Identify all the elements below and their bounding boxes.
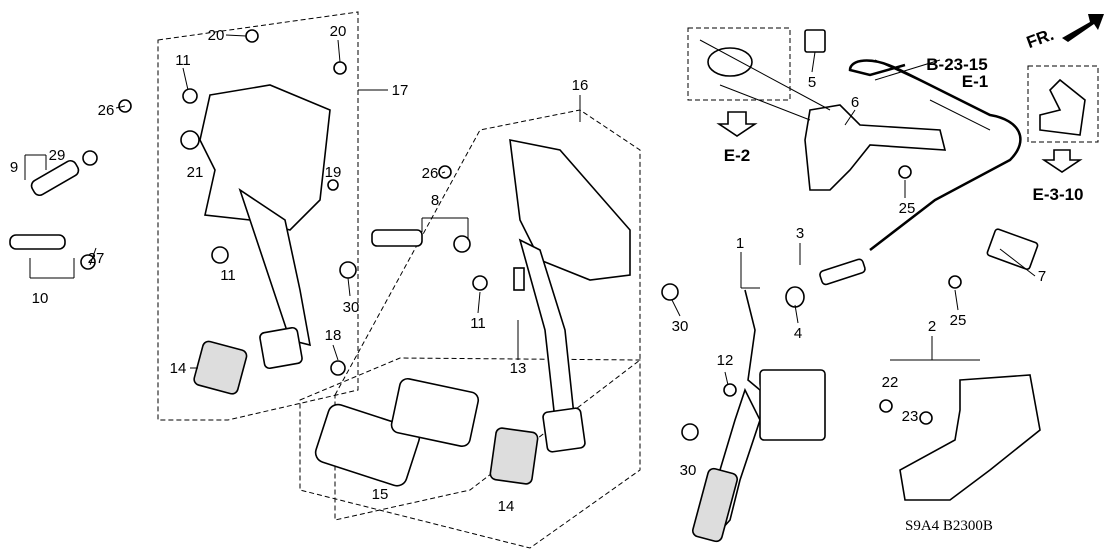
pedal-bracket-16 — [314, 138, 631, 487]
part-label: 1 — [736, 235, 744, 252]
part-label: 26 — [422, 165, 439, 182]
part-label: 15 — [372, 486, 389, 503]
group-outline-pedal-pads — [299, 357, 641, 549]
group-outline-17 — [157, 11, 359, 421]
leader-lines — [24, 34, 1036, 386]
detail-box-e2 — [687, 27, 791, 101]
part-label: 14 — [498, 498, 515, 515]
arrow-e2-icon — [716, 111, 758, 137]
part-label: 18 — [325, 327, 342, 344]
diagram-code: S9A4 B2300B — [905, 518, 993, 534]
part-label: 10 — [32, 290, 49, 307]
part-label: 13 — [510, 360, 527, 377]
part-label: 22 — [882, 374, 899, 391]
arrow-e310-icon — [1041, 149, 1083, 173]
pedal-bracket-17 — [193, 84, 331, 395]
part-label: 20 — [330, 23, 347, 40]
part-label: 6 — [851, 94, 859, 111]
part-label: 12 — [717, 352, 734, 369]
throttle-cable — [848, 59, 1022, 251]
part-label: 25 — [899, 200, 916, 217]
part-labels: 20 20 11 26 17 29 9 21 19 26 8 16 11 27 … — [10, 23, 1046, 515]
part-label: 19 — [325, 164, 342, 181]
part-label: 8 — [431, 192, 439, 209]
part-label: 7 — [1038, 268, 1046, 285]
part-label: 20 — [208, 27, 225, 44]
part-label: 30 — [343, 299, 360, 316]
e310-detail-part — [1039, 78, 1086, 136]
ref-e1: E-1 — [962, 72, 988, 91]
part-label: 11 — [470, 315, 486, 332]
part-label: 2 — [928, 318, 936, 335]
part-label: 23 — [902, 408, 919, 425]
part-label: 4 — [794, 325, 802, 342]
ref-e310: E-3-10 — [1032, 185, 1083, 204]
ref-b2315: B-23-15 — [926, 55, 987, 74]
part-label: 26 — [98, 102, 115, 119]
ref-e2: E-2 — [724, 146, 750, 165]
part-label: 21 — [187, 164, 204, 181]
part-2-cover — [899, 374, 1041, 501]
clamp-5 — [804, 29, 826, 53]
e2-detail-part — [707, 47, 753, 77]
front-direction-label: FR. — [1024, 25, 1056, 52]
part-label: 16 — [572, 77, 589, 94]
part-label: 11 — [175, 52, 191, 69]
part-label: 30 — [672, 318, 689, 335]
part-label: 30 — [680, 462, 697, 479]
bracket-7 — [986, 228, 1039, 270]
part-label: 5 — [808, 74, 816, 91]
front-arrow-icon — [1062, 14, 1104, 42]
part-label: 29 — [49, 147, 66, 164]
part-label: 14 — [170, 360, 187, 377]
part-label: 3 — [796, 225, 804, 242]
part-label: 17 — [392, 82, 409, 99]
bracket-6 — [804, 104, 947, 191]
part-label: 11 — [220, 267, 236, 284]
part-label: 9 — [10, 159, 18, 176]
accelerator-assembly — [692, 258, 866, 543]
part-label: 27 — [88, 250, 105, 267]
part-label: 25 — [950, 312, 967, 329]
detail-box-e310 — [1027, 65, 1099, 143]
